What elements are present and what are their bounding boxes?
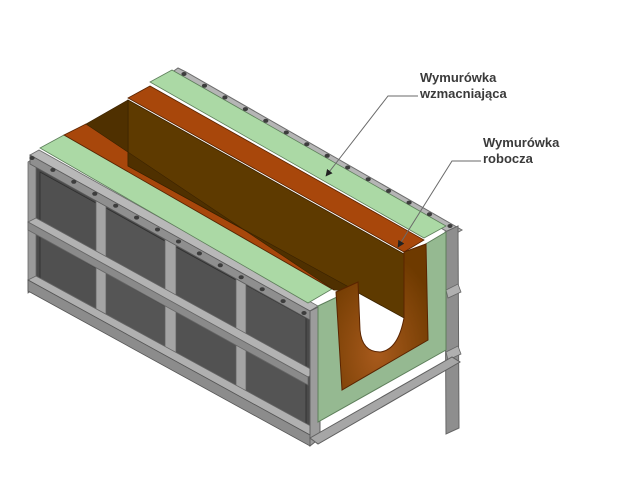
bolt-hole: [201, 83, 208, 88]
back-right-rib-2: [445, 345, 462, 361]
bolt-hole: [304, 142, 310, 147]
working-end-face: [335, 243, 429, 391]
working-back-top: [127, 85, 425, 253]
bolt-hole: [134, 215, 140, 220]
bolt-hole: [113, 203, 119, 208]
bolt-hole: [365, 177, 371, 182]
bolt-hole: [263, 118, 269, 123]
working-channel-floor: [85, 99, 359, 293]
callout-working: Wymurówka robocza: [397, 135, 560, 248]
callout-reinforcing: Wymurówka wzmacniająca: [325, 70, 507, 177]
callout-reinforcing-line2: wzmacniająca: [419, 86, 507, 101]
bolt-hole: [324, 153, 330, 158]
leader-line-reinforcing: [325, 95, 418, 177]
back-right-column: [444, 225, 460, 435]
bolt-hole: [71, 179, 77, 184]
bolt-hole: [196, 251, 202, 256]
bolt-hole: [301, 311, 307, 315]
bolt-holes: [29, 72, 453, 315]
bolt-hole: [222, 95, 228, 100]
bolt-hole: [242, 107, 248, 112]
callout-working-line2: robocza: [483, 151, 534, 166]
bolt-hole: [386, 188, 392, 193]
bolt-hole: [280, 299, 286, 304]
back-right-rib-1: [445, 283, 462, 299]
bolt-hole: [29, 156, 35, 160]
bolt-hole: [345, 165, 351, 170]
bolt-hole: [154, 227, 161, 232]
bolt-hole: [406, 200, 412, 205]
leader-line-working: [397, 160, 481, 248]
reinforcing-back-top: [149, 69, 447, 239]
left-steel-frame: [27, 149, 319, 447]
bolt-hole: [426, 212, 433, 217]
front-end-bottom-plate: [309, 356, 461, 445]
bolt-hole: [50, 167, 56, 172]
callout-working-line1: Wymurówka: [483, 135, 560, 150]
callout-reinforcing-line1: Wymurówka: [420, 70, 497, 85]
bolt-hole: [92, 191, 98, 196]
working-lining: [63, 85, 429, 391]
bolt-hole: [238, 275, 244, 280]
bolt-hole: [175, 239, 182, 244]
bolt-hole: [283, 130, 289, 135]
bolt-hole: [181, 72, 187, 76]
bolt-hole: [447, 224, 453, 228]
bolt-hole: [217, 263, 223, 268]
bolt-hole: [259, 287, 265, 292]
middle-horizontal-rib-face: [27, 221, 309, 386]
